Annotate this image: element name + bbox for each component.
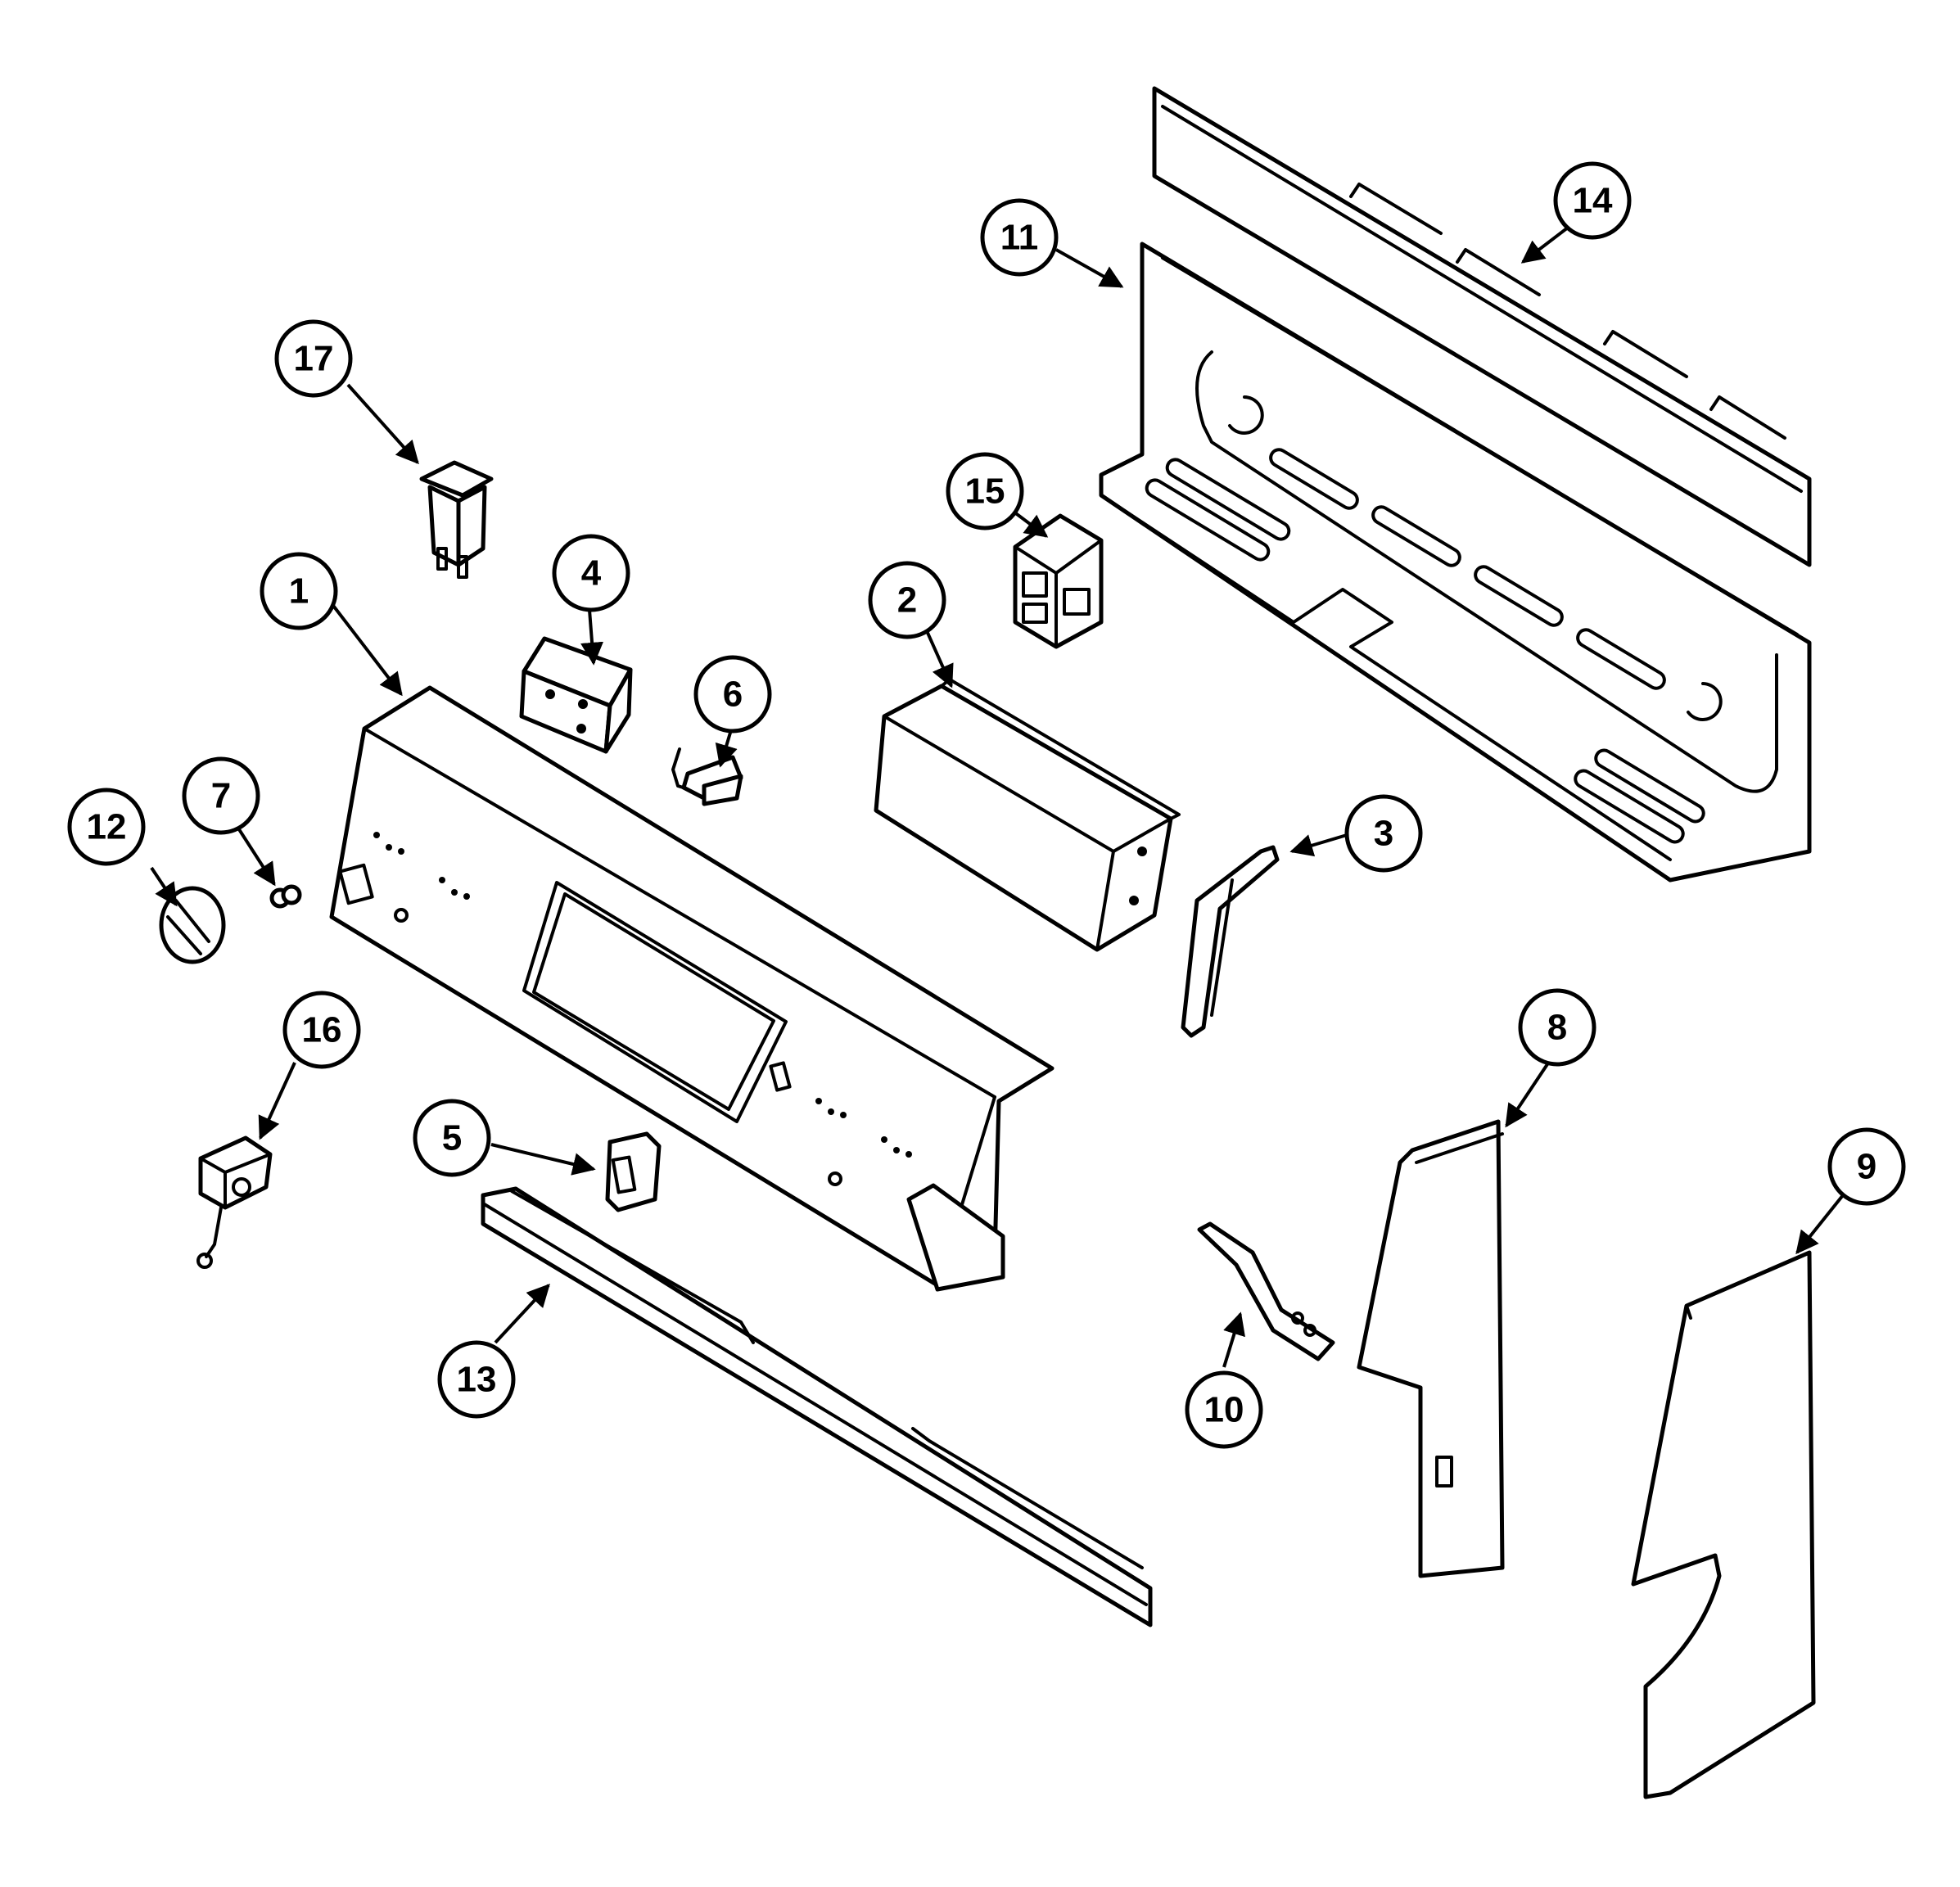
part-9-end-cap: [1631, 1250, 1816, 1799]
part-14-rear-trim: [1152, 86, 1812, 567]
callout-5: 5: [413, 1099, 491, 1177]
part-15-terminal-block: [1013, 513, 1104, 649]
part-10-bracket: [1197, 1221, 1335, 1361]
part-12-knob: [159, 886, 226, 964]
part-4-timer-box: [519, 636, 633, 754]
part-17-switch: [419, 460, 494, 579]
callout-11-label: 11: [1000, 218, 1039, 258]
callout-16: 16: [282, 991, 361, 1069]
callout-5-label: 5: [442, 1118, 462, 1158]
callout-12: 12: [67, 788, 146, 866]
callout-12-label: 12: [87, 807, 127, 847]
leader-lines: [150, 226, 1848, 1368]
part-13-trim-strip: [481, 1186, 1153, 1627]
part-3-bracket: [1181, 845, 1280, 1038]
callout-11: 11: [980, 198, 1059, 277]
callout-17-label: 17: [294, 339, 334, 379]
callout-10-label: 10: [1204, 1390, 1244, 1430]
callout-16-label: 16: [302, 1010, 342, 1050]
callout-3: 3: [1344, 794, 1423, 873]
part-8-side-panel: [1357, 1119, 1505, 1578]
callout-7-label: 7: [211, 776, 231, 816]
callout-2: 2: [868, 561, 946, 639]
callout-17: 17: [274, 319, 353, 398]
part-11-back-panel: [1099, 242, 1812, 883]
callout-9: 9: [1827, 1127, 1906, 1206]
callout-10: 10: [1185, 1370, 1263, 1449]
callout-3-label: 3: [1374, 814, 1393, 854]
callout-13-label: 13: [457, 1360, 497, 1400]
callout-7: 7: [182, 756, 260, 835]
callout-4-label: 4: [581, 553, 602, 594]
callout-6-label: 6: [723, 675, 743, 715]
callout-15-label: 15: [965, 472, 1005, 512]
part-7-insert: [269, 884, 302, 909]
callout-2-label: 2: [897, 580, 917, 621]
callout-14-label: 14: [1573, 181, 1613, 221]
callout-15: 15: [946, 452, 1024, 530]
part-1-control-panel: [329, 685, 1055, 1292]
part-2-control-module: [874, 678, 1181, 952]
callout-9-label: 9: [1857, 1147, 1876, 1187]
callout-1-label: 1: [289, 571, 309, 612]
callout-6: 6: [693, 655, 772, 734]
part-16-outlet: [196, 1135, 273, 1269]
part-6-clip: [671, 747, 743, 806]
callout-4: 4: [552, 534, 630, 612]
callout-8: 8: [1518, 988, 1596, 1067]
callout-14: 14: [1553, 161, 1632, 240]
part-5-switch: [605, 1131, 662, 1212]
callout-8-label: 8: [1547, 1008, 1567, 1048]
callout-13: 13: [437, 1340, 516, 1419]
callout-1: 1: [260, 552, 338, 630]
